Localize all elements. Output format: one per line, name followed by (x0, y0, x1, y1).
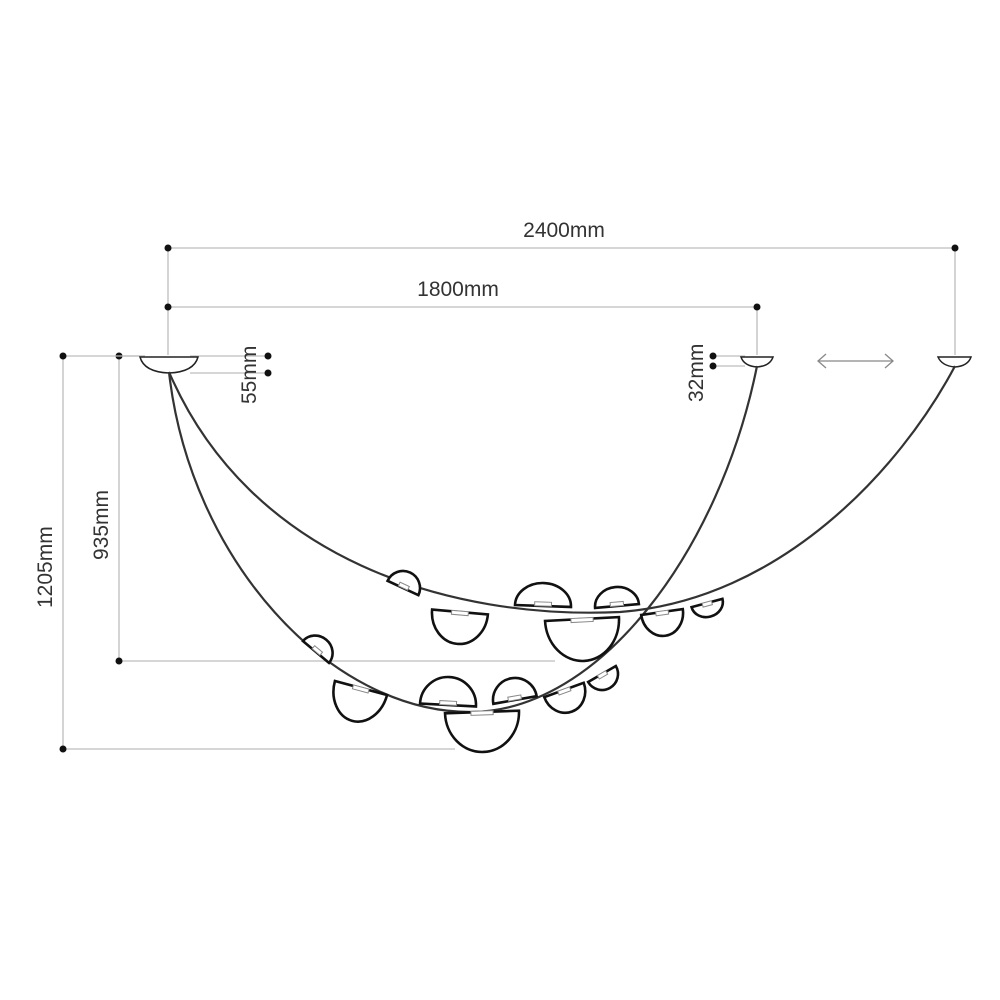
dim-1205: 1205mm (34, 352, 455, 753)
shade-clip (507, 694, 523, 702)
label-2400: 2400mm (523, 219, 605, 242)
dim-935: 935mm (90, 352, 555, 665)
label-935: 935mm (90, 490, 113, 560)
shade-clip (570, 616, 594, 624)
label-1800: 1800mm (417, 278, 499, 301)
canopy-right (936, 356, 973, 368)
lamp-shade (430, 608, 490, 646)
dim-1800: 1800mm (164, 278, 761, 355)
shade-clip (609, 600, 625, 608)
cable-lower (167, 365, 759, 714)
lamp-shade (443, 709, 521, 754)
label-1205: 1205mm (34, 526, 57, 608)
lamp-shade (639, 607, 685, 638)
shade-clip (596, 670, 609, 680)
shade-clip (470, 710, 494, 716)
dim-32: 32mm (685, 344, 745, 402)
dim-2400: 2400mm (164, 219, 959, 355)
lamp-shade (593, 585, 641, 610)
label-55: 55mm (238, 346, 261, 404)
label-32: 32mm (685, 344, 708, 402)
shade-clip (701, 600, 714, 608)
cable-upper (167, 365, 956, 614)
dim-55: 55mm (190, 346, 272, 404)
lamp-shade (418, 675, 478, 708)
lamp-shade (543, 615, 621, 663)
shade-clip (439, 700, 458, 706)
lamp-shade (491, 676, 539, 706)
shade-clip (311, 644, 324, 656)
lamp-shade (385, 569, 422, 597)
canopy-middle (739, 356, 775, 368)
lamp-shade (332, 679, 389, 723)
lamp-shade (513, 581, 573, 609)
canopy-left (139, 356, 199, 374)
shade-clip (351, 684, 370, 694)
lamp-shade (542, 681, 587, 715)
shade-clip (534, 601, 553, 607)
shade-clip (655, 609, 670, 617)
shade-clip (557, 686, 572, 696)
lamp-shade (301, 634, 334, 665)
shade-clip (397, 581, 410, 591)
shade-clip (450, 609, 469, 617)
shades (301, 569, 725, 754)
double-arrow-icon (817, 353, 894, 369)
lamp-shade (689, 597, 725, 619)
lamp-shade (586, 664, 620, 692)
